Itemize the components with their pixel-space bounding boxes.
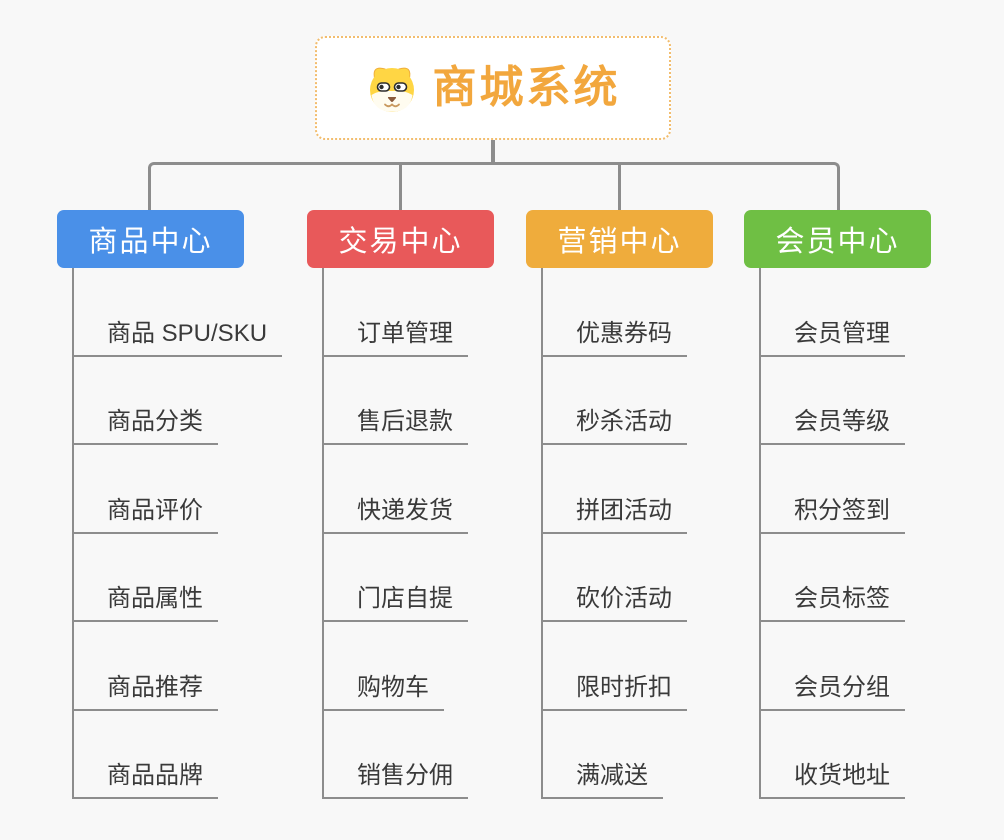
topic-item[interactable]: 限时折扣 — [543, 622, 687, 711]
branch-connector-drop — [618, 164, 621, 210]
topic-item[interactable]: 订单管理 — [324, 268, 468, 357]
topic-item[interactable]: 售后退款 — [324, 357, 468, 445]
topic-item[interactable]: 会员标签 — [761, 534, 905, 622]
branch-connector-rail — [148, 162, 840, 211]
branch-group-products: 商品中心 商品 SPU/SKU 商品分类 商品评价 商品属性 商品推荐 商品品牌 — [57, 210, 283, 799]
root-connector-stub — [491, 138, 495, 164]
topic-item[interactable]: 砍价活动 — [543, 534, 687, 622]
topic-item[interactable]: 销售分佣 — [324, 711, 468, 799]
branch-topic-products[interactable]: 商品中心 — [57, 210, 244, 268]
topic-item[interactable]: 会员等级 — [761, 357, 905, 445]
topic-item[interactable]: 快递发货 — [324, 445, 468, 534]
topic-item[interactable]: 优惠券码 — [543, 268, 687, 357]
topic-item[interactable]: 购物车 — [324, 622, 444, 711]
topic-item[interactable]: 拼团活动 — [543, 445, 687, 534]
topic-item[interactable]: 秒杀活动 — [543, 357, 687, 445]
branch-connector-drop — [399, 164, 402, 210]
branch-items-marketing: 优惠券码 秒杀活动 拼团活动 砍价活动 限时折扣 满减送 — [541, 268, 687, 799]
branch-topic-members[interactable]: 会员中心 — [744, 210, 931, 268]
topic-item[interactable]: 积分签到 — [761, 445, 905, 534]
topic-item[interactable]: 商品分类 — [74, 357, 218, 445]
topic-item[interactable]: 会员分组 — [761, 622, 905, 711]
topic-item[interactable]: 满减送 — [543, 711, 663, 799]
topic-item[interactable]: 商品品牌 — [74, 711, 218, 799]
branch-items-members: 会员管理 会员等级 积分签到 会员标签 会员分组 收货地址 — [759, 268, 905, 799]
topic-item[interactable]: 门店自提 — [324, 534, 468, 622]
dog-face-icon — [369, 67, 414, 112]
branch-topic-marketing[interactable]: 营销中心 — [526, 210, 713, 268]
root-topic[interactable]: 商城系统 — [315, 36, 671, 140]
branch-group-marketing: 营销中心 优惠券码 秒杀活动 拼团活动 砍价活动 限时折扣 满减送 — [526, 210, 713, 799]
branch-items-trade: 订单管理 售后退款 快递发货 门店自提 购物车 销售分佣 — [322, 268, 468, 799]
topic-item[interactable]: 商品评价 — [74, 445, 218, 534]
topic-item[interactable]: 会员管理 — [761, 268, 905, 357]
topic-item[interactable]: 商品推荐 — [74, 622, 218, 711]
topic-item[interactable]: 收货地址 — [761, 711, 905, 799]
branch-topic-trade[interactable]: 交易中心 — [307, 210, 494, 268]
branch-group-members: 会员中心 会员管理 会员等级 积分签到 会员标签 会员分组 收货地址 — [744, 210, 931, 799]
topic-item[interactable]: 商品属性 — [74, 534, 218, 622]
topic-item[interactable]: 商品 SPU/SKU — [74, 268, 283, 357]
root-topic-label: 商城系统 — [432, 63, 621, 112]
branch-group-trade: 交易中心 订单管理 售后退款 快递发货 门店自提 购物车 销售分佣 — [307, 210, 494, 799]
branch-items-products: 商品 SPU/SKU 商品分类 商品评价 商品属性 商品推荐 商品品牌 — [72, 268, 283, 799]
